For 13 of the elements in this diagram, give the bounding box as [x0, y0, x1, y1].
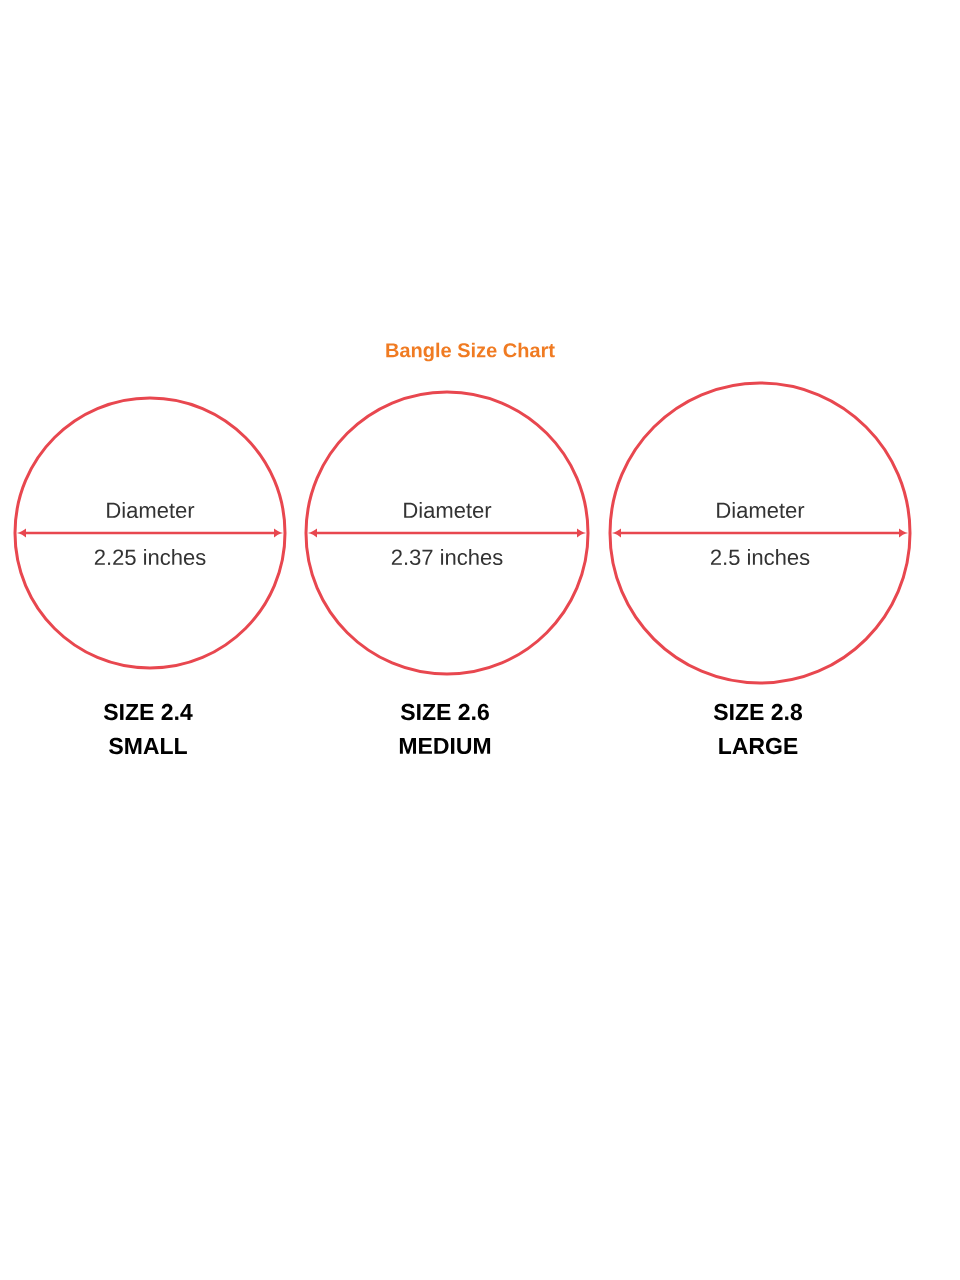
diameter-label: Diameter	[404, 501, 492, 519]
chart-title: Bangle Size Chart	[386, 342, 555, 362]
size-label: SMALL	[109, 737, 187, 755]
diameter-label: Diameter	[107, 501, 195, 519]
size-label: LARGE	[719, 737, 798, 755]
size-label: SIZE 2.4	[103, 703, 193, 721]
diameter-label: Diameter	[717, 501, 805, 519]
diameter-value: 2.5 inches	[710, 548, 810, 566]
size-label: SIZE 2.6	[400, 703, 489, 721]
diameter-value: 2.37 inches	[391, 548, 503, 566]
size-label: SIZE 2.8	[713, 703, 803, 721]
diameter-value: 2.25 inches	[94, 548, 206, 566]
size-label: MEDIUM	[399, 738, 491, 755]
